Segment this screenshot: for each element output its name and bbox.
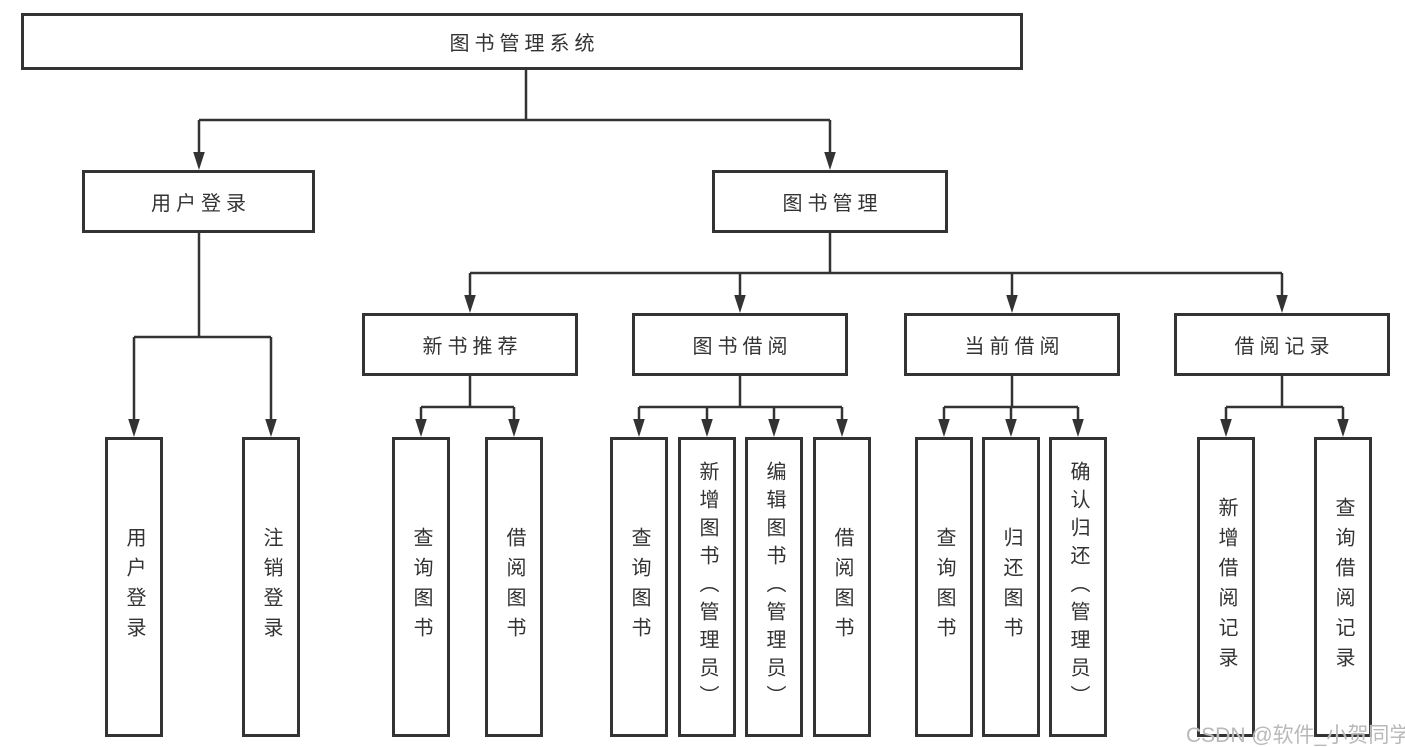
leaf-add-borrow-record: 新增借阅记录	[1197, 437, 1255, 737]
arrow-down-icon	[938, 419, 950, 437]
leaf-query-books-borrow: 查询图书	[610, 437, 668, 737]
arrow-down-icon	[1220, 419, 1232, 437]
arrow-down-icon	[265, 419, 277, 437]
leaf-query-books-recommend: 查询图书	[392, 437, 450, 737]
node-new-book-recommend: 新书推荐	[362, 313, 578, 376]
node-book-management-label: 图书管理	[782, 193, 883, 215]
leaf-confirm-return-admin: 确认归还（管理员）	[1049, 437, 1107, 737]
node-root-label: 图书管理系统	[449, 33, 600, 55]
connector-book-borrow	[637, 376, 844, 421]
arrow-down-icon	[633, 419, 645, 437]
connector-current-borrow	[942, 376, 1080, 421]
arrow-down-icon	[1072, 419, 1084, 437]
node-book-borrow: 图书借阅	[632, 313, 848, 376]
leaf-borrow-books-recommend: 借阅图书	[485, 437, 543, 737]
connector-new-book	[419, 376, 516, 421]
leaf-edit-book-admin: 编辑图书（管理员）	[745, 437, 803, 737]
arrow-down-icon	[1276, 295, 1288, 313]
node-new-book-recommend-label: 新书推荐	[422, 336, 523, 358]
arrow-down-icon	[464, 295, 476, 313]
leaf-query-books-current: 查询图书	[915, 437, 973, 737]
watermark: CSDN @软件_小贺同学	[1186, 724, 1405, 747]
arrowhead-icons	[128, 152, 1349, 437]
node-current-borrow-label: 当前借阅	[964, 336, 1065, 358]
node-current-borrow: 当前借阅	[904, 313, 1120, 376]
node-borrow-records: 借阅记录	[1174, 313, 1390, 376]
arrow-down-icon	[1006, 295, 1018, 313]
leaf-user-login: 用户登录	[105, 437, 163, 737]
node-user-login-label: 用户登录	[151, 193, 251, 215]
arrow-down-icon	[734, 295, 746, 313]
leaf-query-borrow-record: 查询借阅记录	[1314, 437, 1372, 737]
node-borrow-records-label: 借阅记录	[1234, 336, 1335, 358]
arrow-down-icon	[128, 419, 140, 437]
connector-book-management	[468, 233, 1284, 297]
connector-root	[199, 70, 830, 122]
leaf-return-book: 归还图书	[982, 437, 1040, 737]
arrow-down-icon	[415, 419, 427, 437]
node-user-login: 用户登录	[82, 170, 315, 233]
connector-lines	[132, 70, 1345, 421]
connector-root-drops	[197, 120, 832, 154]
arrow-down-icon	[701, 419, 713, 437]
leaf-borrow-books-borrow: 借阅图书	[813, 437, 871, 737]
arrow-down-icon	[508, 419, 520, 437]
node-root: 图书管理系统	[21, 13, 1023, 70]
arrow-down-icon	[824, 152, 836, 170]
connector-borrow-records	[1224, 376, 1345, 421]
arrow-down-icon	[193, 152, 205, 170]
leaf-add-book-admin: 新增图书（管理员）	[678, 437, 736, 737]
arrow-down-icon	[1005, 419, 1017, 437]
leaf-logout: 注销登录	[242, 437, 300, 737]
connector-user-login	[132, 233, 273, 421]
arrow-down-icon	[836, 419, 848, 437]
arrow-down-icon	[768, 419, 780, 437]
arrow-down-icon	[1337, 419, 1349, 437]
node-book-management: 图书管理	[712, 170, 948, 233]
node-book-borrow-label: 图书借阅	[692, 336, 793, 358]
